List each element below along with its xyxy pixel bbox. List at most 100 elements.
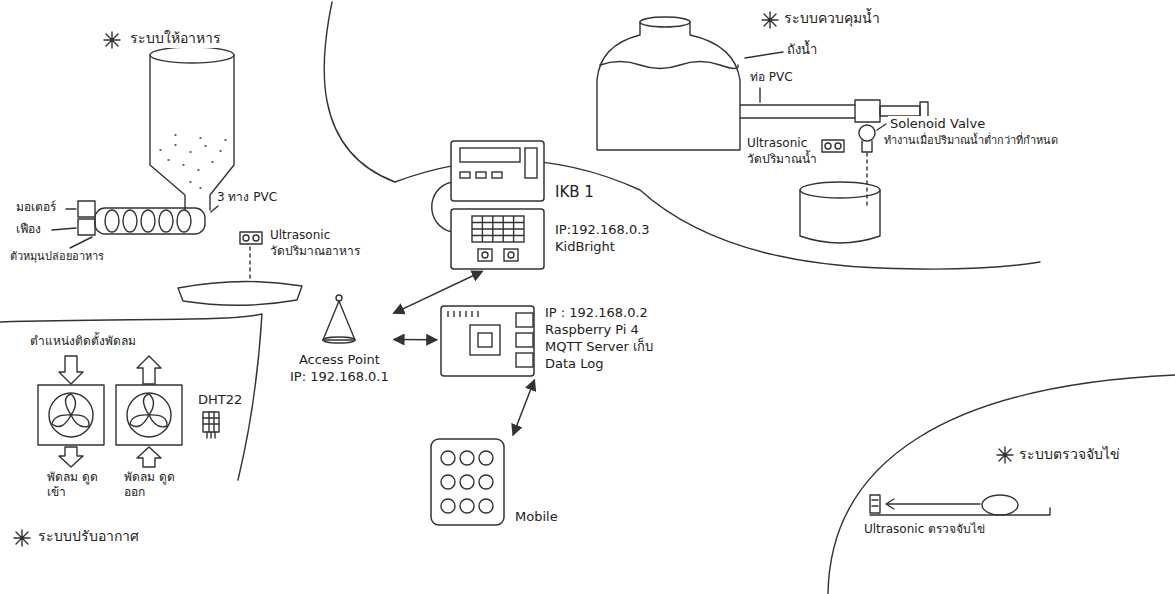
feed-hopper	[160, 135, 226, 188]
egg-detector	[872, 500, 878, 506]
auger-tube	[105, 210, 119, 232]
water-tank	[640, 17, 690, 27]
device-label: IKB 1	[553, 183, 596, 203]
leader-line	[70, 237, 92, 248]
feed-hopper	[150, 47, 234, 210]
fan	[49, 393, 93, 437]
mobile-phone-icon	[431, 439, 504, 525]
mobile-phone-icon	[460, 475, 474, 489]
water-tank	[597, 17, 740, 150]
annotation-label: มอเตอร์	[14, 200, 58, 215]
dotted-beam	[249, 247, 250, 278]
leader-line	[52, 228, 76, 230]
solenoid-valve	[859, 125, 875, 152]
kidbright-cable	[432, 182, 452, 232]
ultrasonic-sensor	[835, 143, 841, 149]
annotation-label: เฟือง	[14, 222, 43, 237]
annotation-label: ระบบให้อาหาร	[128, 30, 223, 48]
mobile-phone-icon	[479, 451, 493, 465]
annotation-label: Ultrasonic	[268, 228, 332, 243]
controller-device-icon	[450, 140, 545, 202]
kidbright-board-icon	[451, 209, 544, 269]
motor-gear-box	[78, 219, 95, 235]
access-point-icon	[309, 292, 369, 344]
mobile-phone-icon	[479, 499, 493, 513]
device-text: IKB 1	[553, 183, 596, 203]
airflow-arrow	[59, 356, 161, 467]
raspberry-pi-icon	[441, 306, 534, 376]
leader-line	[745, 52, 783, 58]
mobile-phone-icon	[430, 438, 505, 526]
annotation-label: ท่อ PVC	[748, 70, 795, 85]
device-text: Access PointIP: 192.168.0.1	[288, 352, 391, 386]
mobile-phone-icon	[479, 475, 493, 489]
motor-gear-box	[78, 201, 95, 235]
feed-tray	[178, 281, 302, 305]
controller-device-icon	[451, 141, 544, 201]
auger-tube	[141, 210, 155, 232]
pvc-pipe	[880, 106, 920, 116]
leader-line	[759, 88, 760, 102]
motor-gear-box	[78, 201, 95, 217]
mobile-phone-icon	[441, 451, 455, 465]
feed-hopper	[150, 55, 234, 210]
device-label: KidBright	[553, 239, 617, 256]
dht22-sensor	[203, 412, 219, 432]
airflow-arrow	[137, 447, 161, 467]
kidbright-cable	[432, 182, 452, 232]
raspberry-pi-icon	[448, 311, 478, 317]
airflow-arrow	[59, 447, 83, 467]
raspberry-pi-icon	[516, 333, 533, 347]
fan	[52, 394, 89, 427]
network-link	[513, 380, 534, 435]
fan	[38, 385, 182, 445]
mobile-phone-icon	[441, 475, 455, 489]
leader-line	[211, 206, 218, 212]
kidbright-board-icon	[450, 208, 545, 270]
feed-tray	[178, 281, 302, 305]
pvc-pipe	[855, 100, 880, 122]
access-point: Access PointIP: 192.168.0.1	[288, 292, 391, 386]
asterisk-mark	[14, 12, 1013, 546]
kidbright-board-icon	[508, 252, 514, 258]
dht22-sensor	[203, 412, 219, 438]
egg-detector	[870, 508, 1050, 515]
device-label: Access Point	[297, 352, 382, 369]
egg-detector	[886, 499, 980, 509]
network-link	[394, 339, 437, 341]
fan	[130, 394, 167, 427]
pvc-pipe	[740, 105, 855, 118]
annotation-label: ถังน้ำ	[785, 42, 819, 58]
airflow-arrow	[137, 356, 161, 384]
fan	[116, 385, 182, 445]
controller-device-icon	[492, 172, 502, 178]
device-label: Raspberry Pi 4 MQTT Server เก็บ Data Log	[543, 322, 659, 373]
kidbright-board-icon	[478, 249, 492, 261]
annotation-label: Ultrasonic ตรวจจับไข่	[862, 522, 987, 537]
device-label: IP : 192.168.0.2	[543, 305, 650, 322]
fan	[38, 385, 104, 445]
device-label: IP: 192.168.0.1	[288, 369, 391, 386]
annotation-label: วัดปริมาณอาหาร	[268, 244, 362, 259]
controller-device-icon	[476, 172, 486, 178]
annotation-label: ตำแหน่งติดตั้งพัดลม	[28, 334, 138, 349]
controller-device: IKB 1	[450, 140, 596, 202]
leader-line	[66, 208, 76, 209]
device-label: Mobile	[513, 509, 560, 526]
airflow-arrow	[59, 356, 83, 384]
access-point-icon	[309, 292, 369, 344]
water-tank	[597, 22, 740, 150]
egg-detector	[982, 495, 1018, 515]
device-text: IP : 192.168.0.2Raspberry Pi 4 MQTT Serv…	[543, 305, 659, 373]
leader-line	[877, 124, 886, 130]
annotation-label: ระบบตรวจจับไข่	[1017, 446, 1122, 464]
dotted-beam	[250, 153, 867, 278]
ultrasonic-sensor	[825, 143, 831, 149]
annotation-label: Ultrasonic	[745, 136, 809, 151]
annotation-label: ตัวหมุนปล่อยอาหาร	[8, 250, 106, 264]
device-label: IP:192.168.0.3	[553, 222, 652, 239]
feed-hopper	[150, 47, 234, 63]
